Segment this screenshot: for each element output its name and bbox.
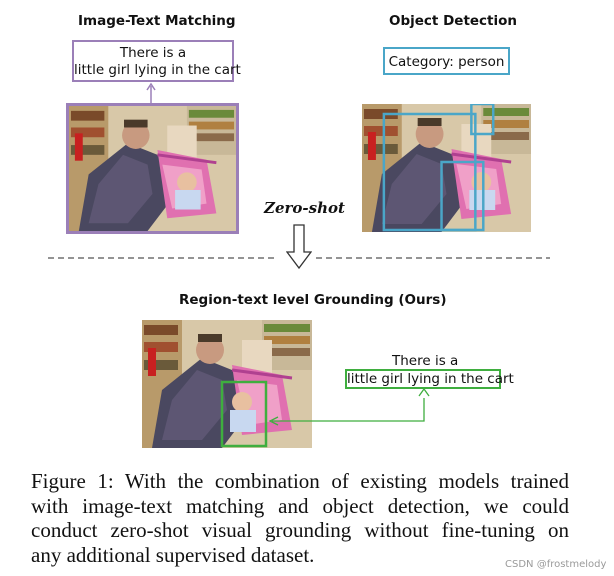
zero-shot-label: Zero-shot <box>264 199 345 217</box>
grounding-photo <box>142 320 312 448</box>
detection-box-background-person <box>470 104 495 136</box>
matching-text-line-2: little girl lying in the cart <box>74 62 241 78</box>
grounding-text-line-2: little girl lying in the cart <box>347 371 514 387</box>
detection-box-girl <box>440 160 485 232</box>
grounding-title: Region-text level Grounding (Ours) <box>179 292 447 308</box>
detection-title: Object Detection <box>389 13 518 29</box>
caption-line: any additional supervised dataset. <box>31 542 315 567</box>
watermark: CSDN @frostmelody <box>505 559 607 570</box>
shopping-cart-photo <box>362 104 531 232</box>
detection-photo <box>362 104 531 232</box>
matching-photo <box>66 103 239 234</box>
grounding-box-girl <box>220 380 268 448</box>
category-label: Category: person <box>388 54 505 70</box>
caption-line: Figure 1: With the combination of existi… <box>31 469 569 493</box>
matching-text-line-1: There is a <box>119 45 187 61</box>
up-arrow-icon <box>146 82 156 103</box>
category-box: Category: person <box>383 47 510 75</box>
down-arrow-icon <box>286 224 312 270</box>
detection-box-man <box>382 112 477 232</box>
figure-caption: Figure 1: With the combination of existi… <box>31 469 569 567</box>
grounding-text-line-1: There is a <box>392 353 459 369</box>
grounding-text-box: little girl lying in the cart <box>345 369 514 389</box>
matching-text-box: There is a little girl lying in the cart <box>72 40 241 82</box>
dashed-divider <box>48 257 550 259</box>
matching-title: Image-Text Matching <box>78 13 236 29</box>
caption-line: with image-text matching and object dete… <box>31 493 569 518</box>
caption-line: conduct zero-shot visual grounding witho… <box>31 518 569 542</box>
grounding-connector-arrow <box>268 388 430 426</box>
shopping-cart-photo <box>69 106 236 231</box>
shopping-cart-photo <box>142 320 312 448</box>
